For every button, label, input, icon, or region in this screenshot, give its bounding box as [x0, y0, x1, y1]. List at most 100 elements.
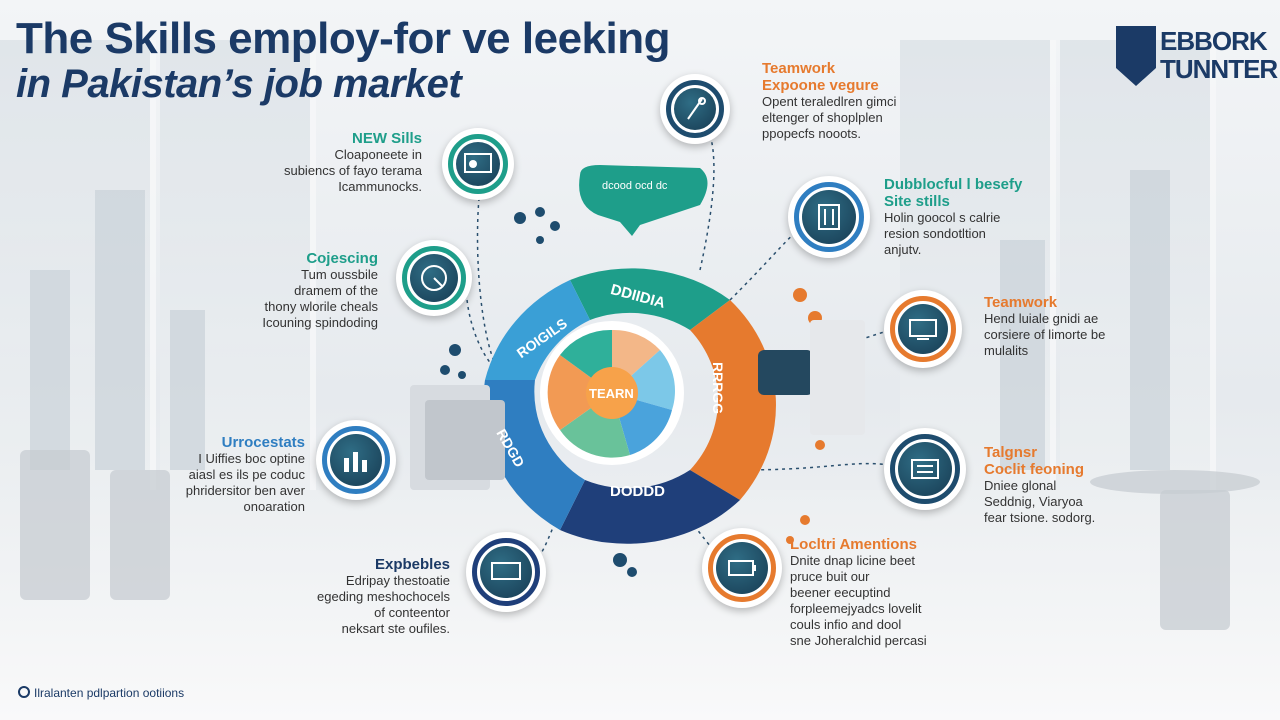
left-label-4: Expbebles Edripay thestoatie egeding mes… — [300, 556, 450, 637]
bar-chart-icon — [344, 452, 367, 472]
city-tower — [95, 190, 145, 470]
page-title-line-1: The Skills employ-for ve leeking — [16, 14, 671, 63]
ring-segment-orange — [690, 300, 776, 500]
building-icon — [818, 204, 840, 230]
footer-text: Ilralanten pdlpartion ootiions — [34, 686, 185, 700]
brand-line-1: EBBORK — [1160, 26, 1268, 56]
inner-slice-orange — [547, 355, 612, 430]
city-tower — [30, 270, 70, 470]
left-label-4-body-4: neksart ste oufiles. — [341, 621, 450, 636]
right-label-1-subheading: Expoone vegure — [762, 77, 879, 94]
left-label-3-body-1: I Uiffies boc optine — [198, 451, 305, 466]
right-label-3-heading: Teamwork — [984, 294, 1058, 311]
right-label-5-body-6: sne Joheralchid percasi — [790, 633, 927, 648]
gauge-icon — [421, 265, 447, 291]
right-label-3-body-3: mulalits — [984, 343, 1029, 358]
left-label-2-body-4: Icouning spindoding — [262, 315, 378, 330]
right-icon-3-badge — [884, 290, 962, 368]
right-label-3-body-2: corsiere of limorte be — [984, 327, 1106, 342]
left-label-1-body-3: Icammunocks. — [338, 179, 422, 194]
left-icon-4-badge — [466, 532, 546, 612]
left-label-2-heading: Cojescing — [306, 250, 378, 267]
left-label-4-body-1: Edripay thestoatie — [345, 573, 450, 588]
right-label-2-body-1: Holin goocol s calrie — [884, 210, 1001, 225]
left-label-3: Urrocestats I Uiffies boc optine aiasl e… — [150, 434, 305, 515]
right-label-1-body-3: ppopecfs nooots. — [762, 126, 862, 141]
city-tower — [1000, 240, 1045, 470]
right-label-4-body-2: Seddnig, Viaryoa — [984, 494, 1083, 509]
right-label-1-heading: Teamwork — [762, 60, 836, 77]
right-label-2-body-3: anjutv. — [884, 242, 922, 257]
right-label-5-heading: Locltri Amentions — [790, 536, 917, 553]
document-stack-right — [810, 320, 865, 435]
battery-icon — [728, 560, 756, 576]
ring-segment-blue — [483, 380, 585, 530]
right-label-4-body-1: Dniee glonal — [984, 478, 1057, 493]
document-stack-left-front — [425, 400, 505, 480]
tools-icon — [687, 97, 706, 120]
left-label-3-heading: Urrocestats — [221, 434, 305, 451]
left-label-4-body-3: of conteentor — [374, 605, 450, 620]
left-label-2: Cojescing Tum oussbile dramem of the tho… — [230, 250, 378, 331]
monitor-icon — [491, 562, 521, 580]
right-label-4-heading: Talgnsr — [984, 444, 1038, 461]
document-icon — [911, 459, 939, 479]
bubble-label: dcood ocd dc — [602, 180, 668, 192]
ring-label-5: RRRGG — [710, 361, 727, 415]
city-tower — [170, 310, 205, 470]
right-label-3-body-1: Hend luiale gnidi ae — [984, 311, 1099, 326]
right-label-4-subheading: Coclit feoning — [984, 461, 1084, 478]
left-label-2-body-1: Tum oussbile — [301, 267, 378, 282]
left-label-3-body-3: phridersitor ben aver — [185, 483, 305, 498]
left-label-3-body-2: aiasl es ils pe coduc — [188, 467, 305, 482]
presentation-icon — [464, 153, 492, 173]
right-label-2-heading: Dubblocful l besefy — [884, 176, 1023, 193]
right-label-4: Talgnsr Coclit feoning Dniee glonal Sedd… — [984, 444, 1164, 526]
page-title-line-2: in Pakistan’s job market — [16, 62, 462, 106]
right-label-1-body-1: Opent teraledlren gimci — [762, 94, 897, 109]
city-tower — [1130, 170, 1170, 470]
left-label-1-body-1: Cloaponeete in — [334, 147, 422, 162]
left-label-1-body-2: subiencs of fayo terama — [283, 163, 422, 178]
left-label-4-heading: Expbebles — [374, 556, 450, 573]
left-icon-2-badge — [396, 240, 472, 316]
center-hub — [586, 367, 638, 419]
right-label-1-body-2: eltenger of shoplplen — [762, 110, 883, 125]
footer: Ilralanten pdlpartion ootiions — [18, 686, 184, 700]
right-label-5-body-3: beener eecuptind — [790, 585, 891, 600]
computer-icon — [909, 319, 937, 340]
chair — [110, 470, 170, 600]
left-icon-3-badge — [316, 420, 396, 500]
chair — [1160, 490, 1230, 630]
ring-label-4: DODDD — [610, 483, 665, 500]
right-label-2: Dubblocful l besefy Site stills Holin go… — [884, 176, 1084, 258]
brand-line-2: TUNNTER — [1160, 54, 1278, 84]
right-label-3: Teamwork Hend luiale gnidi ae corsiere o… — [984, 294, 1164, 359]
left-label-2-body-2: dramem of the — [294, 283, 378, 298]
right-label-4-body-3: fear tsione. sodorg. — [984, 510, 1096, 525]
center-core-label: TEARN — [589, 386, 634, 401]
right-label-5: Locltri Amentions Dnite dnap licine beet… — [790, 536, 980, 649]
navy-dots — [440, 207, 637, 577]
server-device — [758, 350, 813, 395]
right-label-1: Teamwork Expoone vegure Opent teraledlre… — [762, 60, 962, 142]
right-icon-5-badge — [702, 528, 782, 608]
right-label-2-body-2: resion sondotltion — [884, 226, 986, 241]
right-icon-1-badge — [660, 74, 730, 144]
left-label-4-body-2: egeding meshochocels — [317, 589, 450, 604]
chair — [20, 450, 90, 600]
right-label-5-body-5: couls infio and dool — [790, 617, 902, 632]
left-label-2-body-3: thony wlorile cheals — [264, 299, 378, 314]
right-label-5-body-1: Dnite dnap licine beet — [790, 553, 916, 568]
teal-speech-bubble — [579, 165, 708, 236]
left-label-3-body-4: onoaration — [243, 499, 305, 514]
ring-segment-lightblue — [485, 280, 590, 380]
footer-logo-icon — [18, 686, 30, 698]
brand-logo: EBBORK TUNNTER — [1116, 26, 1278, 90]
left-label-1-heading: NEW Sills — [351, 130, 422, 147]
ring-segment-navy — [560, 470, 740, 544]
left-icon-1-badge — [442, 128, 514, 200]
ring-segment-teal — [570, 268, 730, 330]
